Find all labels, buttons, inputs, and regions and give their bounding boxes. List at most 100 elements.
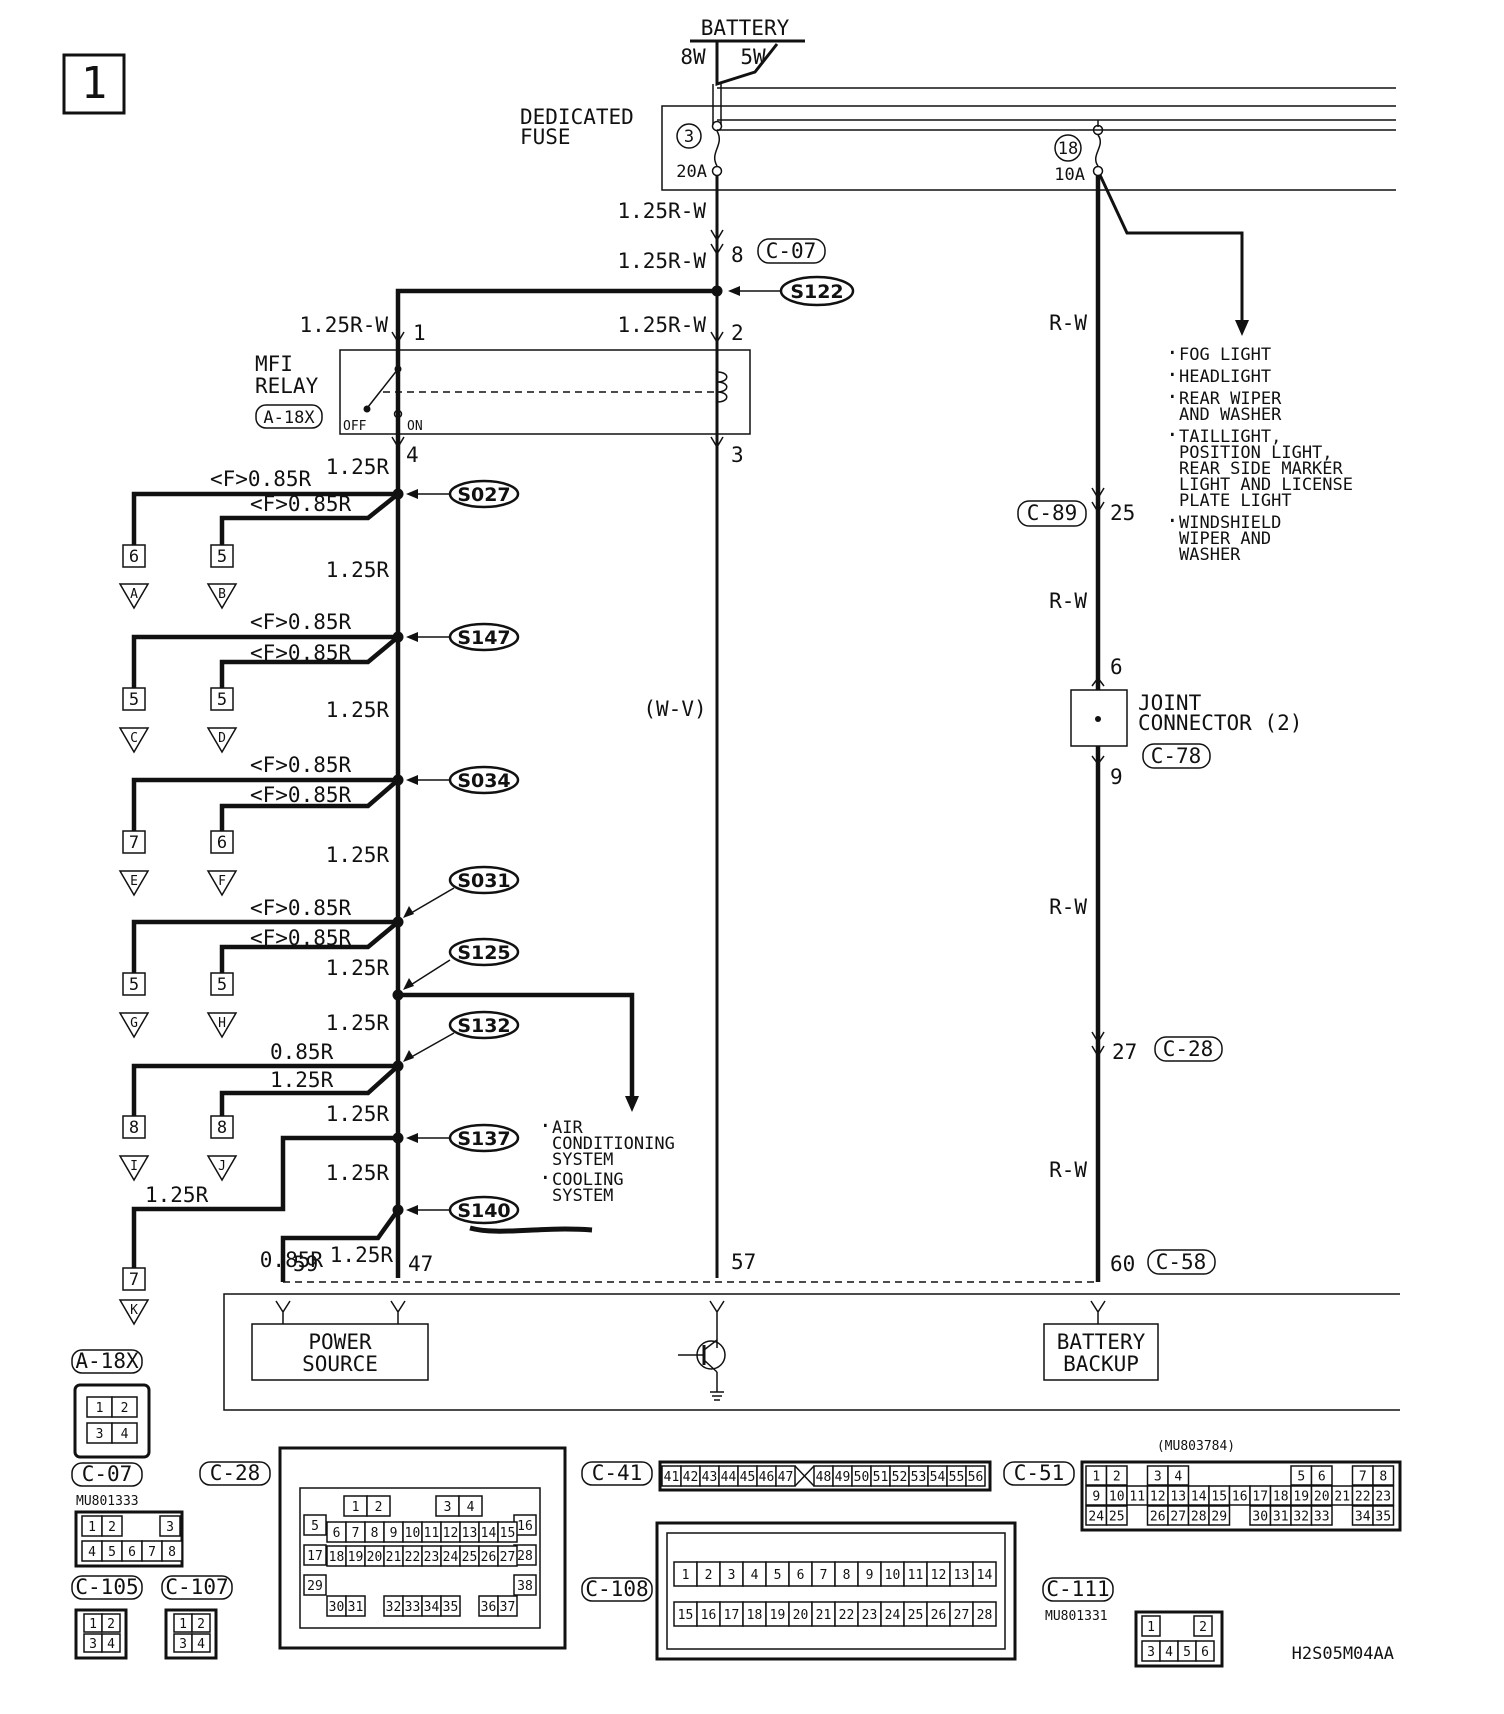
- branch-K-letter: K: [130, 1303, 138, 1318]
- c28-face-pin-17: 17: [307, 1549, 323, 1564]
- c41-face-pin-44: 44: [721, 1470, 737, 1485]
- a18x-face-tag: [71, 1349, 143, 1374]
- branch-I-pin: 8: [129, 1118, 139, 1138]
- joint-connector-node: [1095, 716, 1101, 722]
- c07-face-pin-3: 3: [166, 1520, 174, 1535]
- branch-H-wire: [219, 920, 400, 973]
- c41-face-pin-46: 46: [759, 1470, 775, 1485]
- c28-face-pin-18: 18: [329, 1550, 345, 1565]
- c51-face-pin-32: 32: [1293, 1510, 1309, 1525]
- c108-face-pin-6: 6: [797, 1568, 805, 1583]
- ecu-59-feed-wire: [280, 1208, 400, 1282]
- c07-connector-label: C-07: [766, 239, 817, 263]
- a18x-face-label: A-18X: [75, 1349, 139, 1373]
- c108-face-pin-2: 2: [705, 1568, 713, 1583]
- c51-face-tag: [1003, 1461, 1075, 1486]
- s034-pointer-head: [406, 775, 418, 785]
- fuse-18-element: [1095, 134, 1101, 167]
- branch-J-pin: 8: [217, 1118, 227, 1138]
- branch-K-wire-size: 1.25R: [145, 1183, 209, 1207]
- fuse-18-terminal-bottom: [1092, 165, 1104, 177]
- c28-face-pin-22: 22: [405, 1550, 421, 1565]
- battery-backup-label-1: BATTERY: [1057, 1330, 1146, 1354]
- c28-face-pin-19: 19: [348, 1550, 364, 1565]
- c108-face-pin-3: 3: [728, 1568, 736, 1583]
- c108-face-pin-5: 5: [774, 1568, 782, 1583]
- rw-wire-1: R-W: [1049, 311, 1087, 335]
- mfi-relay-label-2: RELAY: [255, 374, 319, 398]
- c105-face-pin-1: 1: [89, 1617, 97, 1632]
- ac-load-bullet: ·: [539, 1114, 552, 1138]
- fused-loads-arrow: [1235, 320, 1249, 336]
- transistor-icon: [678, 1339, 726, 1401]
- c111-face-label: C-111: [1046, 1577, 1109, 1601]
- c28-face-cavity: [366, 1495, 391, 1517]
- c28-face-pin-10: 10: [405, 1526, 421, 1541]
- c108-face-pin-12: 12: [931, 1568, 947, 1583]
- c51-face-pin-29: 29: [1211, 1510, 1227, 1525]
- s027-splice-tag: [448, 479, 520, 509]
- branch-B-wire: [219, 492, 400, 545]
- c108-face-pin-26: 26: [931, 1608, 947, 1623]
- c108-face-pin-25: 25: [908, 1608, 924, 1623]
- c108-face-pin-28: 28: [977, 1608, 993, 1623]
- c107-face-pin-3: 3: [179, 1637, 187, 1652]
- fuse-18-marker: [1054, 134, 1082, 162]
- c89-pin: 25: [1110, 501, 1135, 525]
- branch-J-terminal: [206, 1155, 238, 1182]
- c28-face-pin-28: 28: [517, 1549, 533, 1564]
- c111-face-cavity: [1141, 1615, 1161, 1637]
- branch-D-letter: D: [218, 731, 226, 746]
- c41-face-pin-43: 43: [702, 1470, 718, 1485]
- c51-face-pin-28: 28: [1191, 1510, 1207, 1525]
- s132-splice-tag: [448, 1010, 520, 1040]
- fused-load-3-line-1: POSITION LIGHT,: [1179, 443, 1333, 463]
- c07-face-pin-4: 4: [88, 1545, 96, 1560]
- c105-face-cavity: [101, 1633, 121, 1653]
- fused-load-bullet: ·: [1166, 363, 1179, 387]
- c28-face-pin-29: 29: [307, 1579, 323, 1594]
- c28-face-pin-36: 36: [481, 1600, 497, 1615]
- branch-H-terminal: [206, 1012, 238, 1039]
- c28-face-cavity: [345, 1595, 366, 1617]
- c51-face-pin-25: 25: [1109, 1510, 1125, 1525]
- branch-C-letter: C: [130, 731, 138, 746]
- branch-A-wire-size: <F>0.85R: [210, 467, 312, 491]
- c28-face-pin-15: 15: [500, 1526, 516, 1541]
- c105-face-housing: [74, 1608, 128, 1660]
- ink-smudge: [469, 1225, 593, 1234]
- c107-face-cavity: [191, 1613, 211, 1633]
- a18x-face-cavity: [111, 1422, 138, 1444]
- battery-label: BATTERY: [701, 16, 790, 40]
- branch-B-wire-size: <F>0.85R: [250, 492, 352, 516]
- s140-label: S140: [457, 1200, 510, 1222]
- c51-face-pin-18: 18: [1273, 1490, 1289, 1505]
- c51-face-pin-5: 5: [1297, 1470, 1305, 1485]
- a18x-face-housing: [73, 1383, 151, 1459]
- c28-face-inner: [299, 1487, 541, 1629]
- c108-face-pin-23: 23: [862, 1608, 878, 1623]
- c108-face-pin-14: 14: [977, 1568, 993, 1583]
- c41-face-pin-55: 55: [949, 1470, 965, 1485]
- fused-load-4-line-0: WINDSHIELD: [1179, 513, 1281, 533]
- branch-E-terminal: [118, 870, 150, 897]
- c51-face-cavity: [1208, 1505, 1231, 1526]
- c51-face-pin-4: 4: [1174, 1470, 1182, 1485]
- fused-loads-wire: [1098, 174, 1244, 325]
- branch-A-wire: [131, 491, 398, 545]
- branch-E-letter: E: [130, 874, 138, 889]
- trunk-wire-2: 1.25R: [326, 698, 390, 722]
- c41-face-pin-51: 51: [873, 1470, 889, 1485]
- rw-wire-2: R-W: [1049, 589, 1087, 613]
- battery-feed-wire: [715, 41, 779, 87]
- c108-face-pin-13: 13: [954, 1568, 970, 1583]
- c28-face-pin-12: 12: [443, 1526, 459, 1541]
- fuse-3-marker: [676, 123, 702, 149]
- c28-face-pin-35: 35: [443, 1600, 459, 1615]
- fuse-18-rating: 10A: [1054, 165, 1085, 185]
- c108-face-label: C-108: [585, 1577, 648, 1601]
- c07-face-pin-8: 8: [168, 1545, 176, 1560]
- c51-face-cavity: [1372, 1465, 1395, 1486]
- branch-H-wire-size: <F>0.85R: [250, 926, 352, 950]
- figure-code: H2S05M04AA: [1292, 1644, 1394, 1664]
